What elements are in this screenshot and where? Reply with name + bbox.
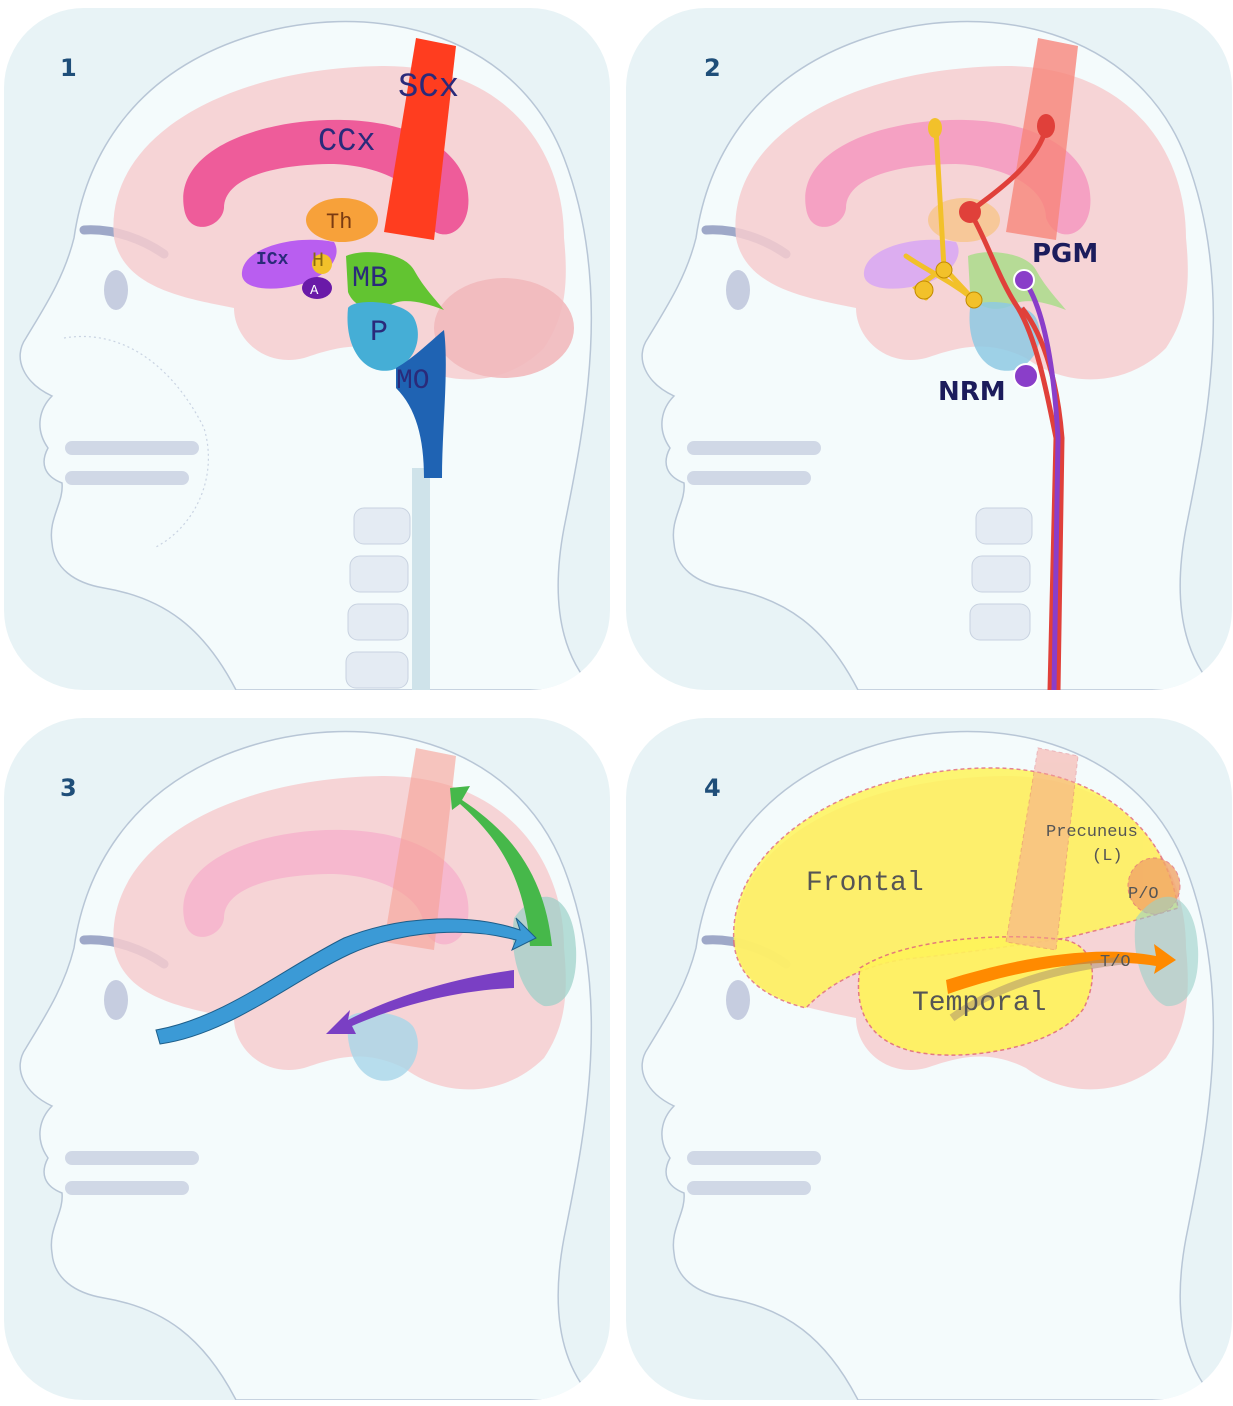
label-nrm: NRM <box>938 377 1006 407</box>
panel-1-figure: SCx CCx Th ICx H A MB P MO <box>4 8 610 690</box>
label-to: T/O <box>1100 953 1131 972</box>
label-th: Th <box>326 210 352 235</box>
panel-4: Frontal Temporal Precuneus (L) P/O T/O 4 <box>626 718 1232 1400</box>
label-mb: MB <box>352 262 388 296</box>
eye <box>726 980 750 1020</box>
panel-2: PGM NRM 2 <box>626 8 1232 690</box>
pgm-neuron <box>1014 270 1034 290</box>
panel-2-figure: PGM NRM <box>626 8 1232 690</box>
label-frontal: Frontal <box>806 868 924 899</box>
descending-neuron <box>959 201 981 223</box>
cerebellum <box>434 278 574 378</box>
limbic-neuron <box>915 281 933 299</box>
eye <box>726 270 750 310</box>
eye <box>104 980 128 1020</box>
panel-4-figure: Frontal Temporal Precuneus (L) P/O T/O <box>626 718 1232 1400</box>
limbic-neuron <box>966 292 982 308</box>
label-icx: ICx <box>256 250 289 270</box>
spinal-cord <box>412 468 430 690</box>
panel-number: 3 <box>60 774 77 802</box>
label-pgm: PGM <box>1032 239 1098 269</box>
label-ccx: CCx <box>318 123 376 160</box>
vertebrae <box>970 508 1032 640</box>
limbic-neuron-apex <box>928 118 942 138</box>
eye <box>104 270 128 310</box>
limbic-neuron <box>936 262 952 278</box>
label-precuneus-side: (L) <box>1092 847 1123 866</box>
panel-3-figure <box>4 718 610 1400</box>
label-p: P <box>370 316 388 350</box>
label-a: A <box>310 283 319 299</box>
panel-number: 1 <box>60 54 77 82</box>
panel-number: 4 <box>704 774 721 802</box>
panel-1: SCx CCx Th ICx H A MB P MO 1 <box>4 8 610 690</box>
panel-3: 3 <box>4 718 610 1400</box>
label-h: H <box>312 250 324 273</box>
label-temporal: Temporal <box>912 988 1046 1019</box>
nrm-neuron <box>1014 364 1038 388</box>
label-po: P/O <box>1128 885 1159 904</box>
label-scx: SCx <box>398 69 459 107</box>
label-mo: MO <box>396 366 430 397</box>
panel-number: 2 <box>704 54 721 82</box>
descending-neuron-apex <box>1037 114 1055 138</box>
label-precuneus: Precuneus <box>1046 823 1138 842</box>
